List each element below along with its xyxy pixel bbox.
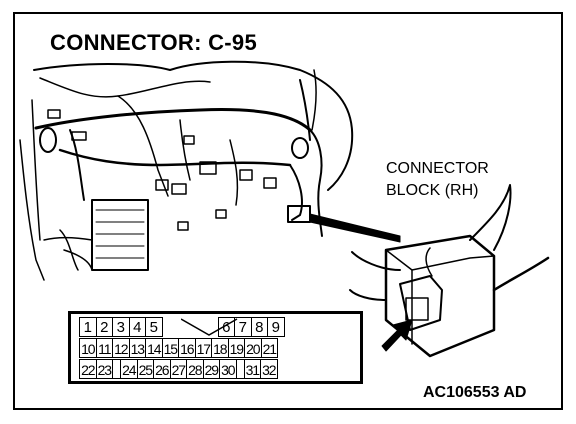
connector-key-icon: [181, 318, 238, 336]
pin-cell: 24: [120, 359, 138, 379]
pin-cell: 5: [145, 317, 163, 337]
pin-cell: 9: [267, 317, 285, 337]
pin-cell: 27: [169, 359, 187, 379]
pin-cell: 29: [202, 359, 220, 379]
pin-cell: 2: [95, 317, 113, 337]
pin-cell: 30: [219, 359, 237, 379]
dashboard-outline: [33, 60, 354, 191]
pin-cell: 25: [136, 359, 154, 379]
connector-block-detail: [384, 234, 496, 358]
pin-cell: 16: [178, 338, 196, 358]
pin-cell: 13: [128, 338, 146, 358]
pin-cell: 21: [260, 338, 278, 358]
pin-row-3: 22 23 24 25 26 27 28 29 30 31 32: [79, 359, 351, 380]
callout-line-1: CONNECTOR: [386, 160, 489, 177]
pin-cell: 17: [194, 338, 212, 358]
figure-code: AC106553 AD: [423, 384, 527, 401]
pin-cell: 4: [128, 317, 146, 337]
pin-cell: 20: [244, 338, 262, 358]
connector-pin-layout: 1 2 3 4 5 6 7 8 9 10 11 12 13 14 15 16 1…: [68, 311, 363, 384]
pin-gap: [162, 317, 219, 337]
pin-cell: 19: [227, 338, 245, 358]
pin-cell: 28: [186, 359, 204, 379]
pin-cell: 26: [153, 359, 171, 379]
pin-cell: 22: [79, 359, 97, 379]
pin-cell: 15: [161, 338, 179, 358]
pin-cell: 23: [95, 359, 113, 379]
pin-cell: 1: [79, 317, 97, 337]
diagram-title: CONNECTOR: C-95: [50, 30, 258, 55]
pointer-arrow-icon: [381, 319, 413, 352]
pin-cell: 3: [112, 317, 130, 337]
pin-cell: 14: [145, 338, 163, 358]
pin-cell: 32: [260, 359, 278, 379]
pin-cell: 7: [234, 317, 252, 337]
pin-cell: 18: [211, 338, 229, 358]
main-harness: [34, 108, 312, 132]
pin-cell: 6: [217, 317, 235, 337]
leader-pointer: [309, 213, 401, 243]
pin-cell: 11: [95, 338, 113, 358]
dashboard-lower-outline: [39, 77, 211, 98]
pin-cell: 8: [250, 317, 268, 337]
pin-cell: 31: [243, 359, 261, 379]
pin-row-1: 1 2 3 4 5 6 7 8 9: [79, 317, 351, 338]
callout-line-2: BLOCK (RH): [386, 182, 479, 199]
pin-cell: 10: [79, 338, 97, 358]
pin-cell: 12: [112, 338, 130, 358]
pin-row-2: 10 11 12 13 14 15 16 17 18 19 20 21: [79, 338, 351, 359]
